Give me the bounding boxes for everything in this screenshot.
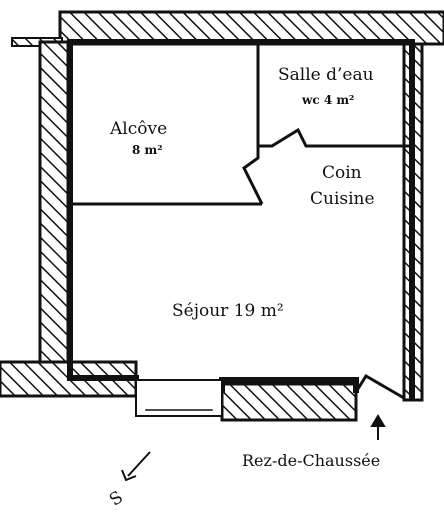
left-wall — [38, 40, 70, 374]
bathroom-label: Salle d’eau — [278, 65, 374, 85]
entry-door-swing — [354, 373, 405, 400]
bottom-middle-wall — [220, 382, 358, 422]
alcove-area-label: 8 m² — [132, 143, 162, 157]
living-room-label: Séjour 19 m² — [172, 301, 284, 321]
compass-letter: S — [106, 487, 127, 510]
partitions — [70, 42, 412, 400]
kitchen-label-line2: Cuisine — [310, 189, 375, 209]
compass-arrow-icon — [121, 451, 151, 482]
entry-arrow-icon — [370, 414, 386, 440]
outline-left-top — [67, 39, 415, 401]
level-label: Rez-de-Chaussée — [242, 451, 380, 470]
alcove-partition — [242, 42, 264, 205]
alcove-label: Alcôve — [109, 119, 167, 139]
bathroom-partition — [258, 127, 412, 148]
bathroom-area-label: wc 4 m² — [301, 93, 354, 107]
exterior-walls — [0, 10, 444, 422]
kitchen-label-line1: Coin — [322, 163, 362, 183]
interior-outline — [67, 39, 415, 417]
